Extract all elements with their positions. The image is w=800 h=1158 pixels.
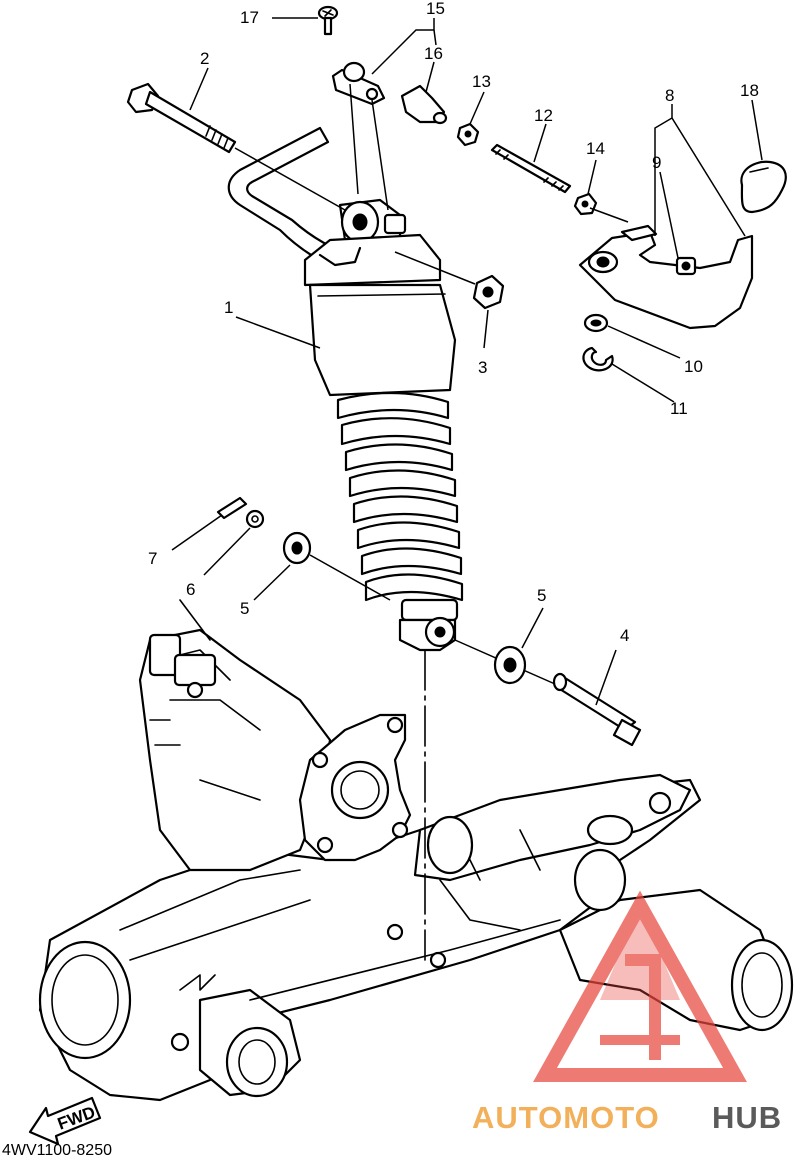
- label-13: 13: [472, 72, 491, 91]
- washer-10: [583, 313, 609, 333]
- leader-lines: [171, 17, 763, 706]
- watermark-text-part1: AUTOMOTO: [472, 1100, 660, 1135]
- watermark: AUTOMOTO HUB: [472, 890, 782, 1135]
- cap-18: [740, 160, 787, 214]
- diagram-code: 4WV1100-8250: [2, 1142, 112, 1158]
- nut-3: [394, 251, 505, 310]
- circlip-11: [582, 346, 614, 372]
- label-3: 3: [478, 358, 487, 377]
- label-18: 18: [740, 81, 759, 100]
- washer-5-right: [493, 645, 527, 685]
- shock-absorber: [227, 126, 464, 961]
- pin-4: [454, 639, 642, 747]
- shock-spring: [336, 391, 464, 602]
- washer-5-left: [282, 531, 391, 601]
- label-7: 7: [148, 549, 157, 568]
- bolt-2: [126, 82, 346, 211]
- bracket-8: [578, 224, 754, 330]
- cotter-clip-7: [216, 496, 248, 520]
- label-2: 2: [200, 49, 209, 68]
- label-12: 12: [534, 106, 553, 125]
- watermark-text-part2: HUB: [712, 1100, 782, 1135]
- collar-9: [675, 256, 697, 276]
- label-1: 1: [224, 298, 233, 317]
- label-6: 6: [186, 580, 195, 599]
- label-16: 16: [424, 44, 443, 63]
- hose-clamp-15: [331, 61, 389, 211]
- label-8: 8: [665, 86, 674, 105]
- label-5-left: 5: [240, 599, 249, 618]
- grommet-16: [400, 84, 448, 125]
- screw-17: [317, 5, 339, 36]
- stud-bolt-12: [490, 143, 572, 194]
- part-number-labels: 1 2 3 4 5 5 6 7 8 9 10 11 12 13 14 15 16…: [148, 0, 759, 645]
- swingarm: [38, 599, 794, 1102]
- washer-6: [245, 509, 265, 529]
- label-9: 9: [652, 153, 661, 172]
- nut-14: [573, 192, 629, 223]
- fwd-arrow: FWD: [28, 1096, 102, 1146]
- label-17: 17: [240, 8, 259, 27]
- label-5-right: 5: [537, 586, 546, 605]
- label-11: 11: [670, 399, 688, 418]
- label-4: 4: [620, 626, 629, 645]
- nut-13: [456, 122, 480, 147]
- label-10: 10: [684, 357, 703, 376]
- label-14: 14: [586, 139, 605, 158]
- watermark-logo: [533, 890, 747, 1082]
- label-15: 15: [426, 0, 445, 18]
- fwd-label: FWD: [55, 1103, 98, 1134]
